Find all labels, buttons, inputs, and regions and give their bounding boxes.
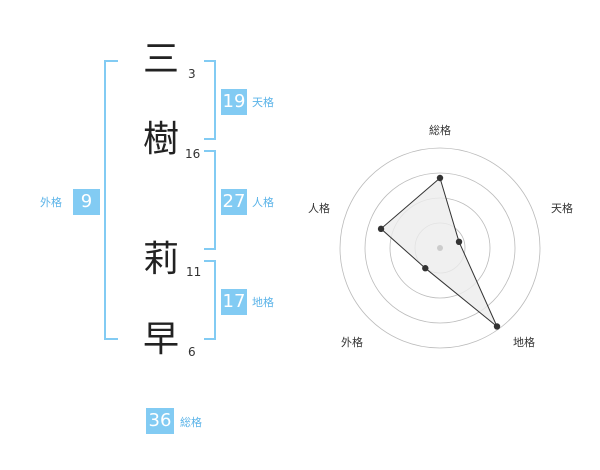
name-char-1: 三 — [142, 39, 179, 80]
radar-points — [377, 174, 501, 330]
radar-ring — [364, 172, 516, 324]
name-char-3: 莉 — [142, 239, 179, 280]
gaikaku-label: 外格 — [40, 196, 62, 209]
jinkaku-bracket — [204, 150, 216, 250]
jinkaku-label: 人格 — [252, 196, 274, 209]
radar-ring — [339, 147, 541, 349]
name-char-4: 早 — [142, 319, 179, 360]
jinkaku-badge: 27 — [221, 189, 247, 215]
stroke-count-4: 6 — [188, 345, 196, 359]
soukaku-label: 総格 — [180, 416, 202, 429]
radar-label-gaikaku: 外格 — [341, 335, 363, 349]
radar-label-chikaku: 地格 — [513, 335, 535, 349]
radar-point-1 — [455, 238, 463, 246]
tenkaku-label: 天格 — [252, 96, 274, 109]
name-char-2: 樹 — [142, 119, 179, 160]
stroke-count-1: 3 — [188, 67, 196, 81]
chikaku-badge: 17 — [221, 289, 247, 315]
chikaku-label: 地格 — [252, 296, 274, 309]
soukaku-badge: 36 — [146, 408, 174, 434]
tenkaku-badge: 19 — [221, 89, 247, 115]
radar-point-2 — [493, 323, 501, 330]
radar-center — [437, 245, 443, 251]
radar-point-3 — [422, 265, 429, 272]
chikaku-bracket — [204, 260, 216, 340]
radar-label-tenkaku: 天格 — [551, 201, 573, 215]
stroke-count-2: 16 — [185, 147, 201, 161]
tenkaku-bracket — [204, 60, 216, 140]
gaikaku-bracket — [104, 60, 118, 340]
radar-label-jinkaku: 人格 — [308, 201, 330, 215]
radar-area — [380, 177, 498, 327]
radar-label-soukaku: 総格 — [429, 123, 451, 137]
radar-point-4 — [377, 225, 385, 233]
radar-point-0 — [436, 174, 444, 182]
stroke-count-3: 11 — [186, 265, 202, 279]
gaikaku-badge: 9 — [73, 189, 100, 215]
